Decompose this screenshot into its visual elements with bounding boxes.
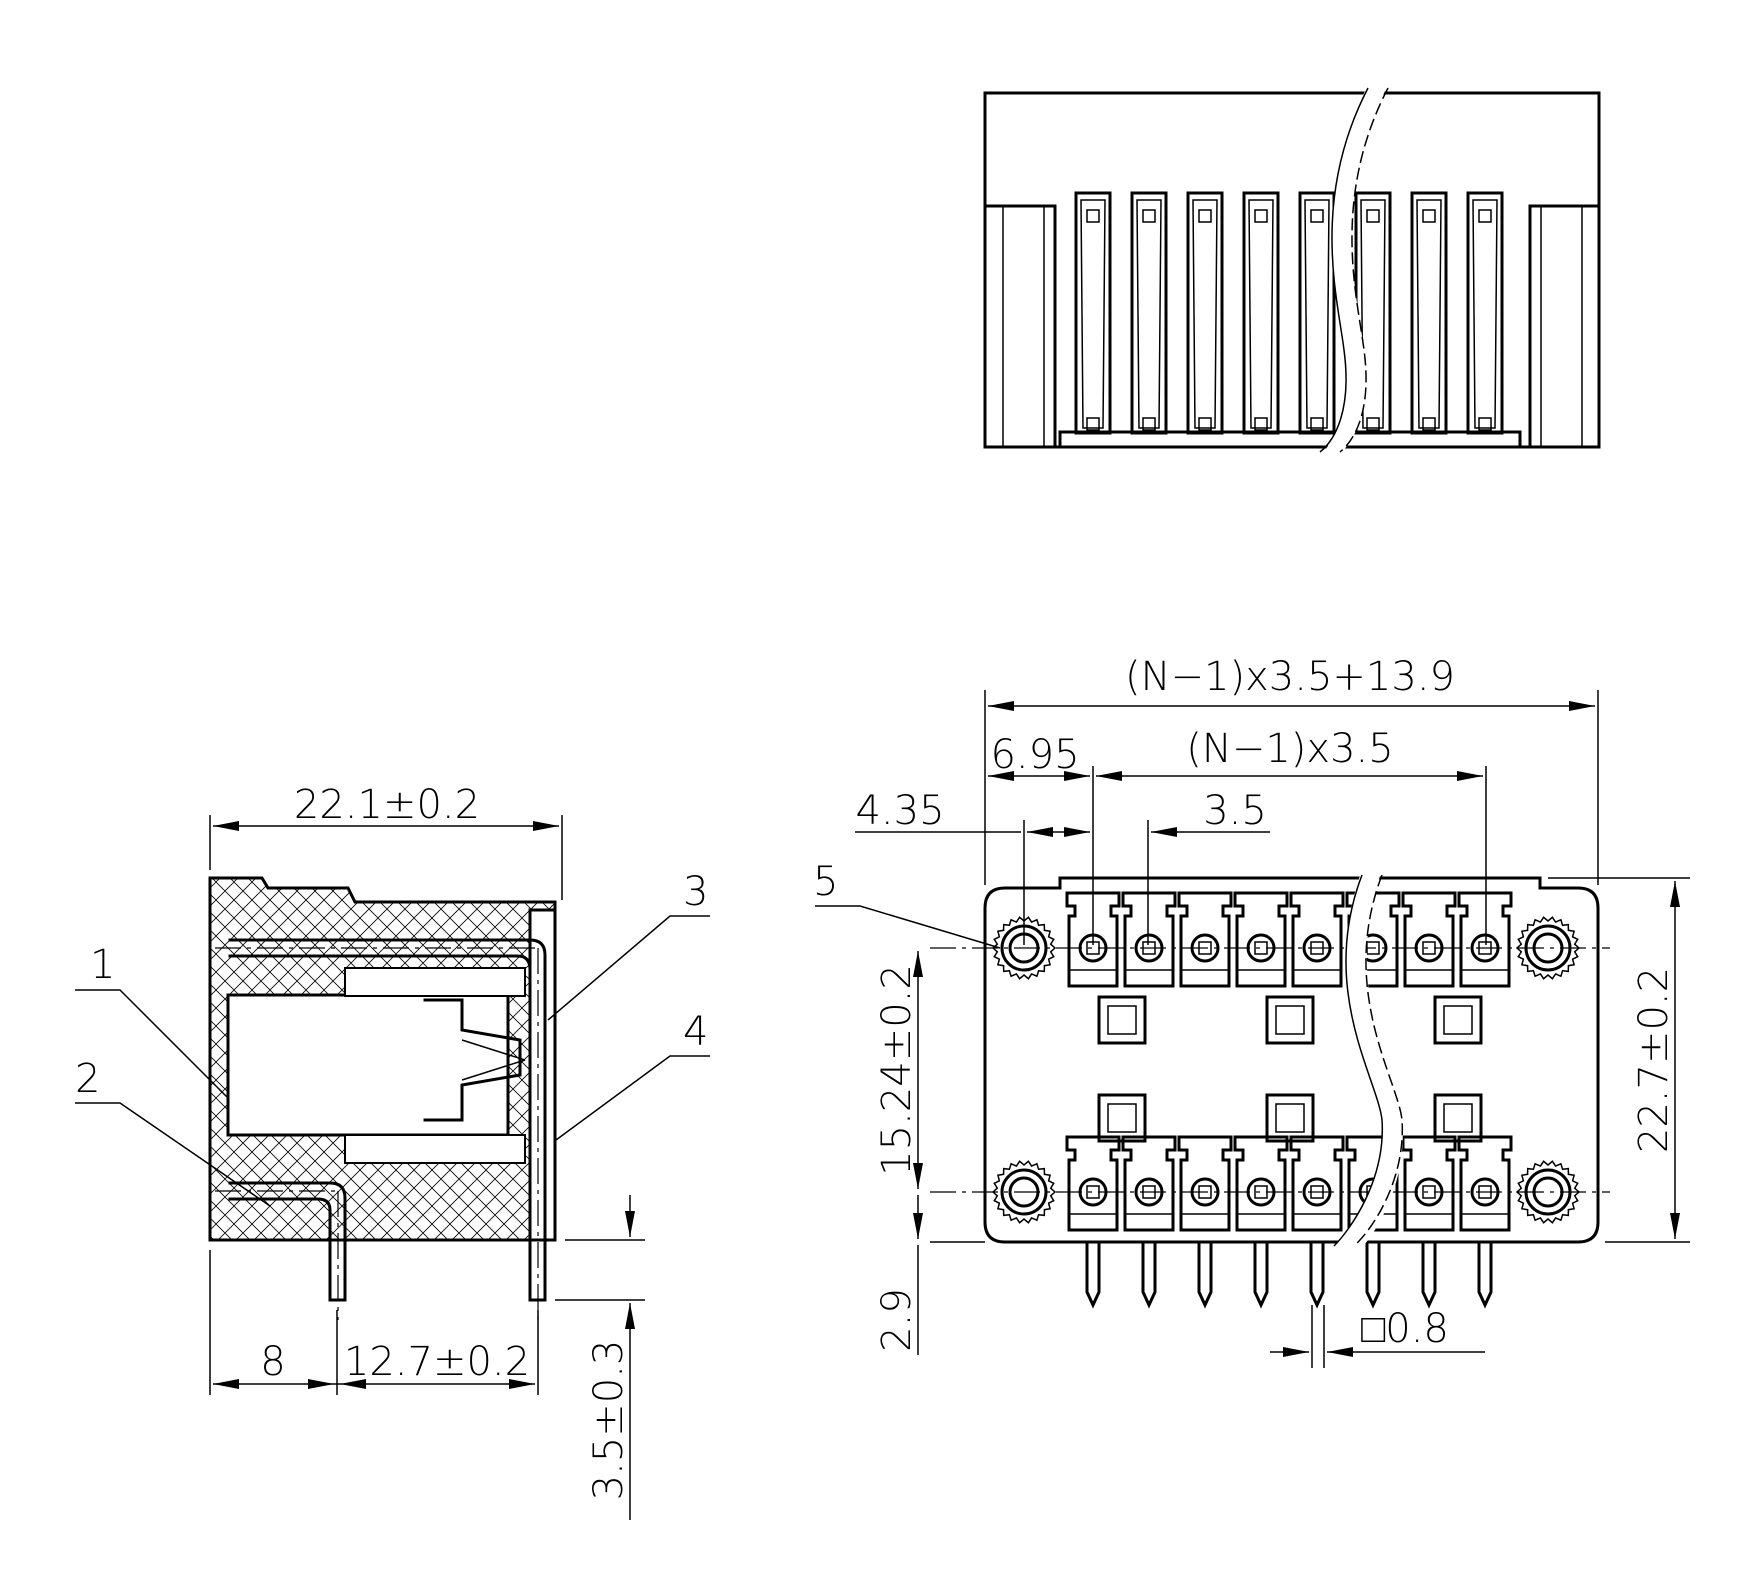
slot-contact-bottom-8 (1478, 417, 1492, 431)
offset-a-label: 6.95 (990, 732, 1079, 778)
slot-contact-top-8 (1478, 209, 1492, 223)
terminal-1-8 (1457, 891, 1513, 988)
callout-3: 3 (683, 869, 708, 915)
terminal-1-1 (1065, 891, 1121, 988)
terminal-1-4 (1233, 891, 1289, 988)
slot-contact-bottom-5 (1310, 417, 1324, 431)
slot-contact-top-2 (1142, 209, 1156, 223)
window-inner-2-2 (1275, 1103, 1305, 1133)
callout-2: 2 (75, 1056, 100, 1102)
mount-knurl-4 (1515, 1160, 1581, 1224)
pcb-pin-5 (1309, 1240, 1325, 1309)
terminal-2-1 (1065, 1135, 1121, 1232)
front-view-windows (1097, 995, 1483, 1143)
window-outer-2-2 (1265, 1093, 1315, 1143)
slot-contact-top-3 (1198, 209, 1212, 223)
terminal-2-8 (1457, 1135, 1513, 1232)
slot-contact-bottom-1 (1086, 417, 1100, 431)
top-view (983, 85, 1601, 456)
slot-4 (1242, 191, 1280, 435)
slot-contact-bottom-7 (1422, 417, 1436, 431)
slot-5 (1298, 191, 1336, 435)
pcb-pin-7 (1421, 1240, 1437, 1309)
slot-inner-5 (1304, 199, 1330, 429)
pcb-pin-2 (1141, 1240, 1157, 1309)
slot-contact-bottom-6 (1366, 417, 1380, 431)
slot-inner-1 (1080, 199, 1106, 429)
side-section-view (208, 876, 557, 1320)
overall-width-label: (N−1)x3.5+13.9 (1125, 654, 1455, 700)
terminal-2-2 (1121, 1135, 1177, 1232)
window-inner-3-1 (1443, 1005, 1473, 1035)
pcb-pin-4 (1253, 1240, 1269, 1309)
pcb-pin-8 (1477, 1240, 1493, 1309)
pcb-pin-3 (1197, 1240, 1213, 1309)
row-spacing-label: 15.24±0.2 (874, 964, 920, 1176)
callout-4: 4 (683, 1009, 708, 1055)
side-offset-label: 8 (260, 1339, 285, 1385)
top-view-slots (1074, 191, 1504, 435)
terminal-2-7 (1401, 1135, 1457, 1232)
slot-3 (1186, 191, 1224, 435)
pin-tail-label: 2.9 (874, 1288, 920, 1352)
callout-5: 5 (813, 859, 838, 905)
side-view-dimensions: 22.1±0.2 8 12.7±0.2 3.5±0.3 1 2 3 4 (75, 782, 710, 1520)
window-inner-3-2 (1443, 1103, 1473, 1133)
pin-size-label: □0.8 (1361, 1306, 1449, 1352)
window-outer-3-1 (1433, 995, 1483, 1045)
slot-inner-7 (1416, 199, 1442, 429)
window-outer-2-1 (1265, 995, 1315, 1045)
slot-8 (1466, 191, 1504, 435)
side-pin-tail-label: 3.5±0.3 (586, 1340, 632, 1501)
slot-inner-4 (1248, 199, 1274, 429)
callout-1: 1 (90, 942, 115, 988)
window-outer-1-2 (1097, 1093, 1147, 1143)
slot-contact-top-7 (1422, 209, 1436, 223)
terminal-1-2 (1121, 891, 1177, 988)
side-depth-label: 22.1±0.2 (294, 782, 480, 828)
pin-span-label: (N−1)x3.5 (1186, 726, 1393, 772)
pitch-label: 3.5 (1203, 788, 1267, 834)
slot-contact-top-1 (1086, 209, 1100, 223)
slot-1 (1074, 191, 1112, 435)
terminal-1-5 (1289, 891, 1345, 988)
slot-inner-2 (1136, 199, 1162, 429)
terminal-2-3 (1177, 1135, 1233, 1232)
slot-inner-8 (1472, 199, 1498, 429)
window-inner-1-2 (1107, 1103, 1137, 1133)
window-inner-2-1 (1275, 1005, 1305, 1035)
terminal-1-3 (1177, 891, 1233, 988)
body-height-label: 22.7±0.2 (1631, 967, 1677, 1153)
slot-7 (1410, 191, 1448, 435)
window-outer-1-1 (1097, 995, 1147, 1045)
terminal-2-4 (1233, 1135, 1289, 1232)
offset-b-label: 4.35 (855, 788, 944, 834)
front-view-dimensions: (N−1)x3.5+13.9 (N−1)x3.5 6.95 4.35 3.5 2… (813, 654, 1690, 1368)
mount-knurl-2 (1515, 916, 1581, 980)
slot-contact-top-5 (1310, 209, 1324, 223)
slot-contact-top-6 (1366, 209, 1380, 223)
side-row-spacing-label: 12.7±0.2 (344, 1339, 530, 1385)
slot-inner-3 (1192, 199, 1218, 429)
window-outer-3-2 (1433, 1093, 1483, 1143)
slot-2 (1130, 191, 1168, 435)
pcb-pin-6 (1365, 1240, 1381, 1309)
pcb-pin-1 (1085, 1240, 1101, 1309)
slot-contact-bottom-2 (1142, 417, 1156, 431)
terminal-1-7 (1401, 891, 1457, 988)
slot-contact-bottom-3 (1198, 417, 1212, 431)
slot-contact-bottom-4 (1254, 417, 1268, 431)
front-view (930, 870, 1610, 1309)
slot-contact-top-4 (1254, 209, 1268, 223)
terminal-2-5 (1289, 1135, 1345, 1232)
window-inner-1-1 (1107, 1005, 1137, 1035)
